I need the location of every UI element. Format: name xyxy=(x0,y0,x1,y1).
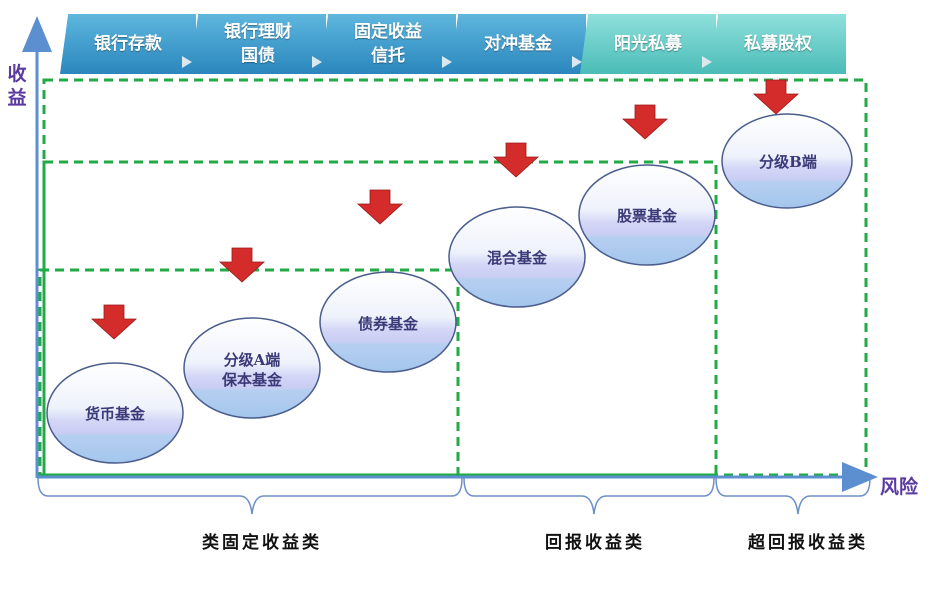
bubble-stock-fund xyxy=(578,164,716,266)
tab-connector-icon xyxy=(572,56,582,68)
down-arrow-icon xyxy=(356,189,404,225)
category-braces xyxy=(37,477,871,515)
dashed-box-super-return xyxy=(42,78,868,477)
tab-label: 对冲基金 xyxy=(484,34,552,54)
bubble-bond-fund xyxy=(319,271,457,373)
down-arrow-icon xyxy=(752,79,800,115)
down-arrow-icon xyxy=(218,247,266,283)
tab-connector-icon xyxy=(182,56,192,68)
category-fixed-income: 类固定收益类 xyxy=(202,533,322,553)
down-arrow-icon xyxy=(621,104,669,140)
tab-label: 阳光私募 xyxy=(614,34,682,54)
tab-label: 私募股权 xyxy=(744,34,812,54)
category-super-return: 超回报收益类 xyxy=(748,533,868,553)
tab-label: 固定收益 信托 xyxy=(354,22,422,66)
bubble-graded-b xyxy=(721,113,853,209)
down-arrow-icon xyxy=(90,304,138,340)
tab-label: 银行理财 国债 xyxy=(224,22,292,66)
bubble-mixed-fund xyxy=(448,206,586,308)
bubble-money-fund xyxy=(46,362,184,464)
tab-fixed-income-trust: 固定收益 信托 xyxy=(320,14,456,74)
category-return: 回报收益类 xyxy=(545,533,645,553)
tab-sunshine-private-fund: 阳光私募 xyxy=(580,14,716,74)
tab-connector-icon xyxy=(702,56,712,68)
tab-connector-icon xyxy=(312,56,322,68)
tab-private-equity: 私募股权 xyxy=(710,14,846,74)
product-bubbles xyxy=(46,113,853,464)
brace-fixed-income xyxy=(37,477,463,515)
y-axis-label: 收益 xyxy=(7,63,27,109)
tab-connector-icon xyxy=(442,56,452,68)
x-axis-label: 风险 xyxy=(880,476,919,498)
tab-bank-deposit: 银行存款 xyxy=(60,14,196,74)
tab-hedge-fund: 对冲基金 xyxy=(450,14,586,74)
brace-super-return xyxy=(715,477,871,515)
down-arrow-icon xyxy=(492,142,540,178)
tab-label: 银行存款 xyxy=(94,34,162,54)
brace-return xyxy=(463,477,715,515)
tab-bank-wealth-bonds: 银行理财 国债 xyxy=(190,14,326,74)
bubble-graded-a xyxy=(183,317,321,419)
down-arrows xyxy=(90,79,800,340)
